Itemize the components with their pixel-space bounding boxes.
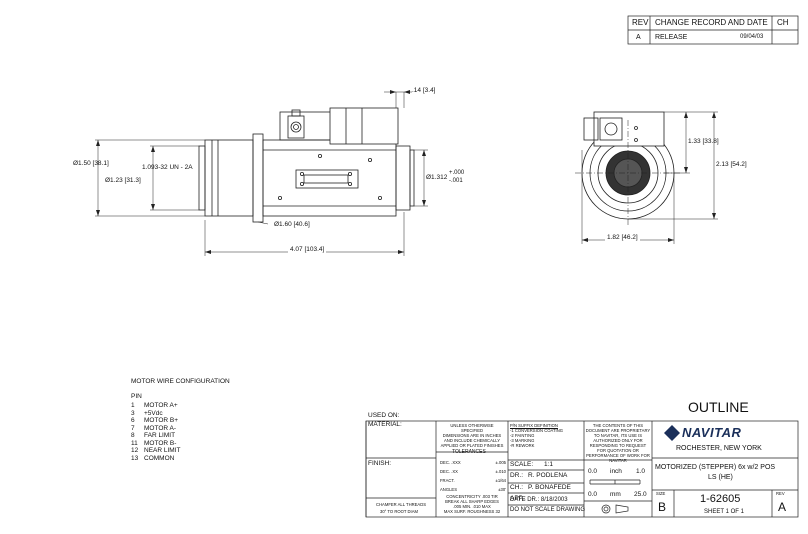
dim-center-height: 1.33 [33.8]	[688, 138, 719, 145]
dimension-notes: UNLESS OTHERWISE SPECIFIED DIMENSIONS AR…	[440, 423, 504, 448]
scale-mm-unit: mm	[610, 491, 621, 498]
dim-body-tol-plus: +.000	[449, 170, 465, 176]
dim-thread: 1.093-32 UN - 2A	[142, 164, 193, 171]
chamfer-line2: 30° TO ROOT DIAM	[380, 509, 418, 514]
drawn-by-value: R. PODLENA	[528, 472, 568, 479]
dim-body-tol-minus: -.001	[449, 178, 463, 184]
ch-header: CH	[777, 18, 789, 27]
scale-inch-unit: inch	[610, 468, 622, 475]
tolerances-title: TOLERANCES	[452, 449, 486, 455]
chamfer-line1: CHAMFER ALL THREADS	[376, 502, 427, 507]
sheet-number: SHEET 1 OF 1	[704, 509, 744, 515]
dimension-arrows	[96, 90, 716, 254]
description-line2: LS (HE)	[708, 474, 733, 481]
rev-value: A	[636, 34, 641, 41]
scale-value: 1:1	[544, 461, 554, 468]
dim-inner-diameter: Ø1.23 [31.3]	[105, 177, 141, 184]
company-logo: NAVITAR	[682, 425, 742, 440]
outline-title: OUTLINE	[688, 399, 749, 415]
size-value: B	[658, 500, 667, 514]
dim-overall-width: 1.82 [46.2]	[605, 234, 640, 242]
pn-suffix-block: P/N SUFFIX DEFINITION -1 CONVERSION COAT…	[510, 423, 563, 448]
scale-inch-left: 0.0	[588, 468, 598, 475]
used-on-label: USED ON:	[368, 412, 400, 419]
finish-label: FINISH:	[368, 460, 392, 467]
change-value: RELEASE	[655, 34, 688, 41]
scale-mm-right: 25.0	[634, 491, 647, 498]
drawn-by-label: DR.:	[510, 472, 523, 479]
dim-top-offset: .14 [3.4]	[412, 87, 436, 94]
pin-row: 3+5Vdc	[131, 409, 163, 417]
tolerance-list: DEC. .XXX±.005 DEC. .XX±.010 FRACT.±1/64…	[440, 460, 506, 492]
scale-inch-right: 1.0	[636, 468, 646, 475]
date-drawn: DATE DR.: 8/18/2003	[510, 497, 568, 503]
navitar-logo-mark	[664, 425, 680, 441]
dim-body-diameter: Ø1.312	[426, 174, 448, 181]
checked-by-label: CH.:	[510, 484, 523, 491]
material-label: MATERIAL:	[368, 421, 402, 428]
pin-header: PIN	[131, 393, 142, 400]
approved-label: APP.:	[510, 495, 526, 502]
change-date: 09/04/03	[740, 34, 764, 40]
scale-label: SCALE:	[510, 461, 534, 468]
edge-notes: CONCENTRICITY .003 TIR BREAK ALL SHARP E…	[443, 494, 501, 514]
side-view	[198, 107, 415, 223]
dim-outer-diameter: Ø1.50 [38.1]	[73, 160, 109, 167]
dim-flange-diameter: Ø1.60 [40.6]	[274, 221, 310, 228]
company-location: ROCHESTER, NEW YORK	[676, 445, 762, 452]
part-number: 1-62605	[700, 493, 741, 505]
revision-table-lines	[627, 15, 799, 45]
title-block-lines	[365, 420, 799, 518]
dim-overall-length: 4.07 [103.4]	[288, 246, 327, 254]
checked-by-value: P. BONAFEDE	[528, 484, 571, 491]
scale-mm-left: 0.0	[588, 491, 598, 498]
proprietary-notice: THE CONTENTS OF THIS DOCUMENT ARE PROPRI…	[585, 423, 651, 463]
wire-config-title: MOTOR WIRE CONFIGURATION	[131, 378, 230, 385]
rev-label: REV	[776, 491, 785, 496]
dim-overall-height: 2.13 [54.2]	[716, 161, 747, 168]
description-line1: MOTORIZED (STEPPER) 6x w/2 POS	[655, 464, 776, 471]
rev-value-block: A	[778, 500, 787, 514]
change-record-header: CHANGE RECORD AND DATE	[655, 18, 768, 27]
size-label: SIZE	[656, 491, 666, 496]
rev-header: REV	[632, 18, 649, 27]
do-not-scale: DO NOT SCALE DRAWING	[510, 507, 586, 513]
